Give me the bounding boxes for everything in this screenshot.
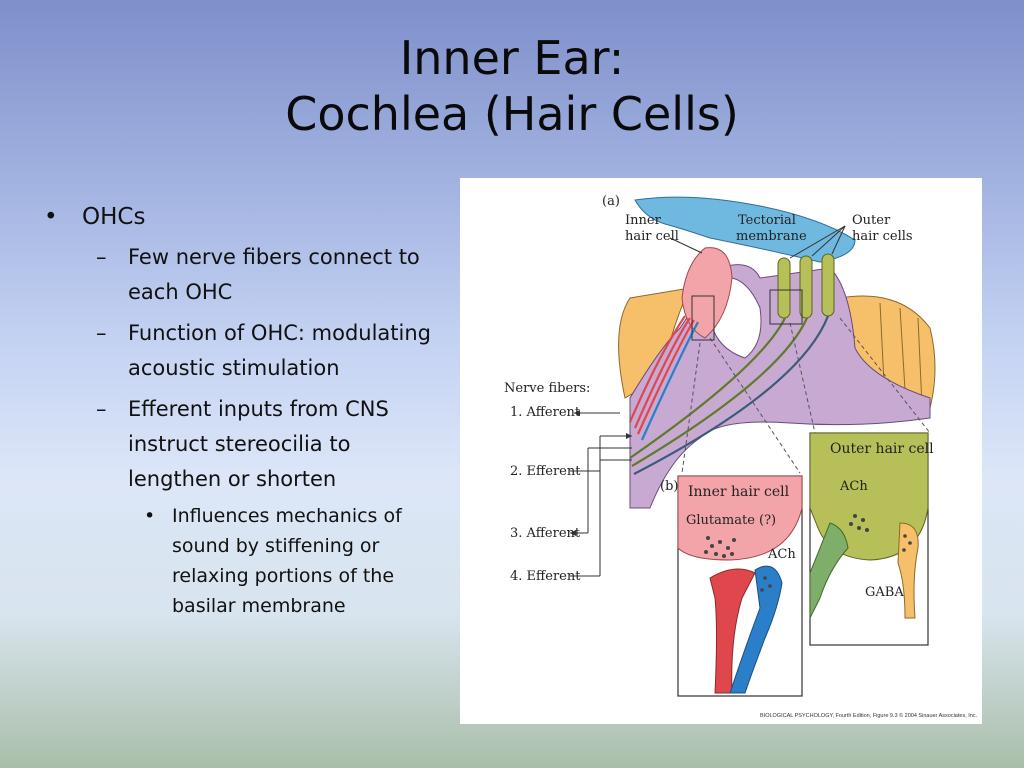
sub-bullet-1-text: Few nerve fibers connect to each OHC [128,245,420,304]
efferent-4-label: 4. Efferent [510,569,581,584]
sub-bullet-3-text: Efferent inputs from CNS instruct stereo… [128,397,389,491]
sub-bullet-1: –Few nerve fibers connect to each OHC [96,245,420,304]
ach-left-label: ACh [767,547,796,562]
panel-a-label: (a) [602,194,620,209]
sub-bullet-2-text: Function of OHC: modulating acoustic sti… [128,321,432,380]
inset-ihc-title: Inner hair cell [688,484,790,500]
outer-hair-cell-1 [777,257,791,319]
outer-hair-cell-3 [821,253,835,317]
glutamate-label: Glutamate (?) [686,513,776,528]
afferent-1-label: 1. Afferent [510,405,581,420]
inset-ohc-title: Outer hair cell [830,441,934,457]
tectorial-label-1: Tectorial [738,213,796,228]
inner-label-2: hair cell [625,229,679,244]
slide-title: Inner Ear: Cochlea (Hair Cells) [0,30,1024,142]
cochlea-diagram: (a) Inner hair cell Tectorial membrane O… [504,194,978,719]
inner-hair-cell [681,247,733,339]
sub-sub-bullet: Influences mechanics of sound by stiffen… [128,501,444,621]
afferent-3-label: 3. Afferent [510,526,581,541]
figure-credit: BIOLOGICAL PSYCHOLOGY, Fourth Edition, F… [760,712,978,719]
inner-label-1: Inner [625,213,662,228]
nerve-fibers-label: Nerve fibers: [504,381,590,396]
gaba-label: GABA [865,585,904,600]
panel-b-label: (b) [660,479,678,494]
sub-bullet-3: –Efferent inputs from CNS instruct stere… [96,397,389,491]
sub-bullet-2: –Function of OHC: modulating acoustic st… [96,321,432,380]
tectorial-label-2: membrane [736,229,807,244]
ach-right-label: ACh [839,479,868,494]
outer-label-2: hair cells [852,229,913,244]
efferent-2-label: 2. Efferent [510,464,581,479]
title-line-1: Inner Ear: [399,31,625,85]
cochlea-hair-cell-figure: (a) Inner hair cell Tectorial membrane O… [460,178,982,724]
bullet-ohcs: OHCs [44,200,444,234]
outer-label-1: Outer [852,213,891,228]
bullet-list: OHCs –Few nerve fibers connect to each O… [44,200,444,621]
title-line-2: Cochlea (Hair Cells) [285,87,739,141]
